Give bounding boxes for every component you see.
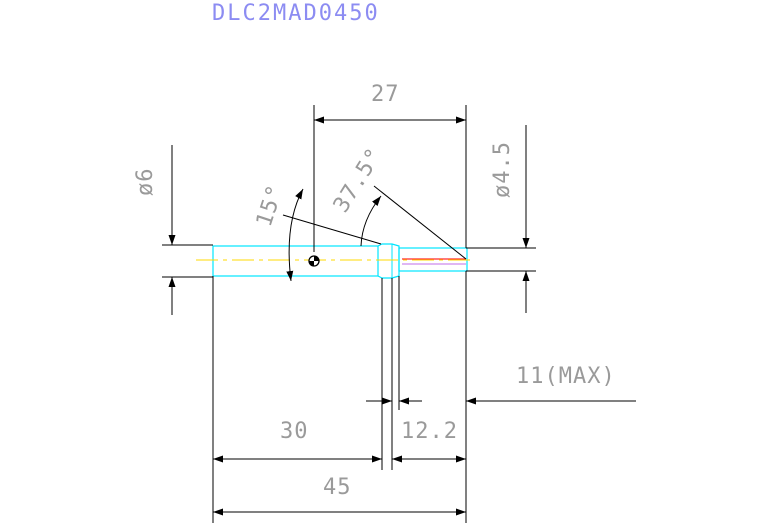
dimension-12-2: 12.2 (392, 419, 466, 463)
dimension-diameter-4-5: ø4.5 (466, 125, 536, 313)
dimension-45: 45 (213, 475, 466, 516)
extension-lines (212, 271, 467, 523)
part-number-title: DLC2MAD0450 (212, 1, 380, 26)
dimension-30: 30 (213, 419, 382, 463)
dim-label-11-max: 11(MAX) (516, 364, 616, 389)
dim-label-dia-4-5: ø4.5 (490, 141, 515, 198)
center-mark-icon (308, 255, 320, 267)
dimension-diameter-6: ø6 (133, 145, 213, 315)
dim-label-12-2: 12.2 (401, 419, 458, 444)
dim-label-dia-6: ø6 (133, 168, 158, 197)
dim-label-27: 27 (371, 82, 400, 107)
dim-label-45: 45 (323, 475, 352, 500)
dimension-27: 27 (313, 82, 467, 252)
dimension-11-max: 11(MAX) (366, 364, 636, 405)
dim-label-30: 30 (280, 419, 309, 444)
